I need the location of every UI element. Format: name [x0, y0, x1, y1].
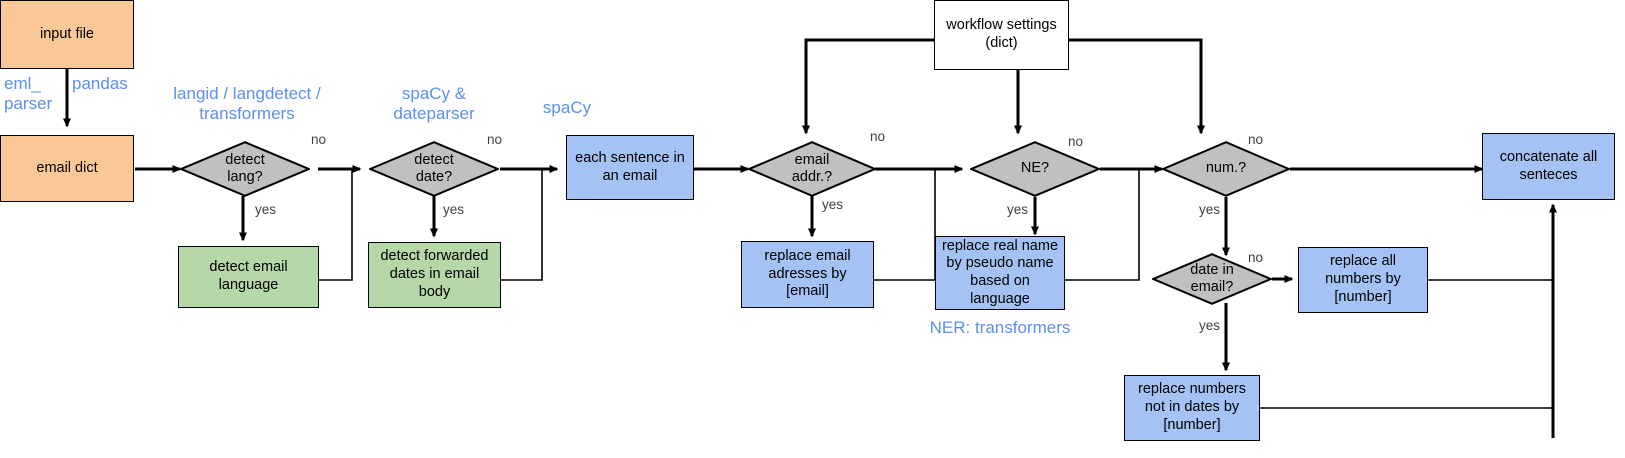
node-detect-date-label: detect date? — [414, 151, 454, 185]
node-each-sentence[interactable]: each sentence in an email — [566, 135, 694, 200]
edge-label-datein-yes: yes — [1199, 318, 1221, 333]
node-concatenate[interactable]: concatenate all senteces — [1482, 133, 1615, 200]
diamond-shape-detect-date — [369, 141, 499, 197]
node-each-sentence-label: each sentence in an email — [575, 149, 685, 184]
edge-label-ne-no: no — [1068, 134, 1084, 149]
node-workflow-settings-label: workflow settings (dict) — [946, 17, 1057, 51]
node-workflow-settings[interactable]: workflow settings (dict) — [934, 0, 1069, 70]
edge-label-date-yes: yes — [443, 202, 465, 217]
annotation-pandas: pandas — [72, 74, 128, 93]
node-replace-email-addresses-label: replace email adresses by [email] — [764, 247, 851, 300]
edge-label-datein-no: no — [1248, 250, 1264, 265]
node-concatenate-label: concatenate all senteces — [1499, 148, 1598, 183]
node-email-addr-label: email addr.? — [791, 151, 833, 185]
annotation-langid: langid / langdetect / transformers — [173, 84, 321, 124]
node-ne-label: NE? — [1020, 160, 1050, 177]
annotation-ner: NER: transformers — [929, 318, 1071, 337]
node-replace-numbers-not-in-dates[interactable]: replace numbers not in dates by [number] — [1124, 375, 1260, 441]
node-detect-forwarded-dates-label: detect forwarded dates in email body — [380, 248, 489, 300]
edge-label-ne-yes: yes — [1007, 202, 1029, 217]
edge-label-num-no: no — [1248, 132, 1264, 147]
node-email-dict-label: email dict — [36, 159, 98, 176]
diamond-shape-detect-lang — [180, 141, 310, 197]
diamond-shape-num — [1162, 141, 1290, 197]
edge-label-addr-no: no — [870, 129, 886, 144]
edge-label-date-no: no — [487, 132, 503, 147]
node-replace-email-addresses[interactable]: replace email adresses by [email] — [741, 241, 874, 308]
annotation-spacy: spaCy — [542, 98, 592, 117]
node-email-addr[interactable]: email addr.? — [748, 141, 876, 197]
node-replace-all-numbers[interactable]: replace all numbers by [number] — [1298, 247, 1428, 313]
edge-detectforwarded-rejoin — [500, 169, 543, 281]
edge-detectemaillanguage-rejoin — [319, 169, 353, 281]
node-date-in-email[interactable]: date in email? — [1152, 253, 1272, 305]
node-replace-real-name-label: replace real name by pseudo name based o… — [941, 237, 1059, 307]
node-ne[interactable]: NE? — [970, 141, 1100, 197]
diamond-shape-date-in-email — [1152, 253, 1272, 305]
node-detect-forwarded-dates[interactable]: detect forwarded dates in email body — [368, 242, 501, 308]
node-detect-email-language-label: detect email language — [209, 259, 288, 293]
node-replace-all-numbers-label: replace all numbers by [number] — [1325, 253, 1401, 305]
node-replace-real-name[interactable]: replace real name by pseudo name based o… — [935, 236, 1065, 310]
node-detect-date[interactable]: detect date? — [369, 141, 499, 197]
node-num[interactable]: num.? — [1162, 141, 1290, 197]
node-input-file[interactable]: input file — [0, 0, 134, 69]
node-detect-lang[interactable]: detect lang? — [180, 141, 310, 197]
edge-label-lang-yes: yes — [255, 202, 277, 217]
diamond-shape-ne — [970, 141, 1100, 197]
node-detect-email-language[interactable]: detect email language — [178, 246, 319, 308]
annotation-spacy-dateparser: spaCy & dateparser — [393, 84, 475, 124]
edge-replaceemail-rejoin — [874, 169, 936, 281]
node-date-in-email-label: date in email? — [1190, 261, 1234, 295]
node-input-file-label: input file — [39, 25, 94, 42]
node-detect-lang-label: detect lang? — [225, 151, 265, 185]
node-replace-numbers-not-in-dates-label: replace numbers not in dates by [number] — [1138, 381, 1246, 433]
node-num-label: num.? — [1205, 160, 1247, 177]
diamond-shape-email-addr — [748, 141, 876, 197]
edge-workflow-to-num — [1069, 38, 1205, 135]
annotation-eml-parser: eml_ parser — [4, 74, 53, 114]
edge-label-addr-yes: yes — [822, 197, 844, 212]
node-email-dict[interactable]: email dict — [0, 135, 134, 202]
edge-label-lang-no: no — [311, 132, 327, 147]
edge-label-num-yes: yes — [1199, 202, 1221, 217]
